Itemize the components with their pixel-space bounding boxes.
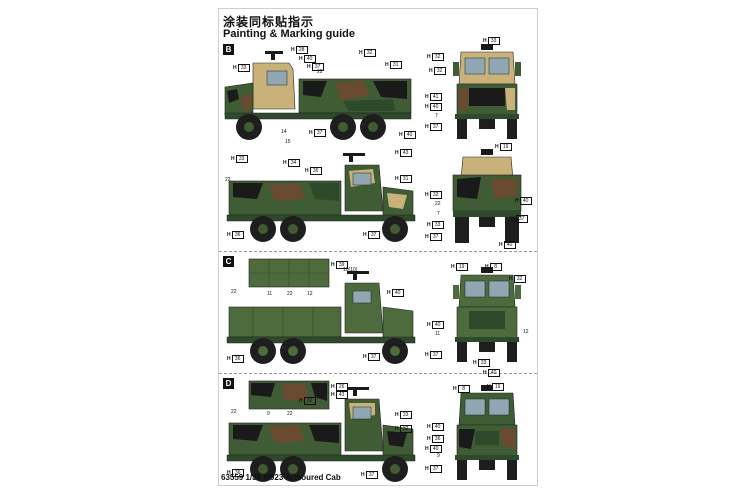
- ref-number: 22: [231, 409, 237, 415]
- ref-number: 12: [523, 329, 529, 335]
- ref-number: 15: [285, 139, 291, 145]
- bed-side-panel-d: [248, 380, 330, 410]
- section-badge-c: C: [223, 256, 234, 267]
- truck-side-view-c: [226, 271, 416, 364]
- ref-number: 10(10): [343, 267, 358, 273]
- title-english: Painting & Marking guide: [223, 28, 356, 40]
- section-badge-b: B: [223, 44, 234, 55]
- ref-number: 12: [307, 291, 313, 297]
- truck-side-view-d: [226, 387, 416, 482]
- truck-front-view-c: [453, 267, 521, 362]
- truck-front-view-d: [455, 385, 519, 480]
- ref-number: 22: [317, 69, 323, 75]
- footer-product-code: 63559 1/35 M923 Armoured Cab: [221, 473, 341, 482]
- truck-side-view-b2: [226, 153, 416, 242]
- ref-number: 22: [287, 291, 293, 297]
- truck-side-view-b1: [224, 51, 412, 140]
- ref-number: 22: [231, 289, 237, 295]
- divider-d: [219, 373, 537, 374]
- section-badge-d: D: [223, 378, 234, 389]
- ref-number: 11: [435, 331, 441, 337]
- instruction-sheet: 涂装同标贴指示 Painting & Marking guide B C D: [218, 8, 538, 486]
- ref-number: 9: [437, 453, 440, 459]
- ref-number: 22: [435, 201, 441, 207]
- title-chinese: 涂装同标贴指示: [223, 15, 315, 29]
- truck-rear-view-b2: [452, 149, 522, 243]
- ref-number: 9: [267, 411, 270, 417]
- ref-number: 22: [287, 411, 293, 417]
- ref-number: 22: [225, 177, 231, 183]
- truck-front-view-b1: [453, 44, 521, 139]
- bed-side-panel-c: [248, 258, 330, 288]
- ref-number: 11: [267, 291, 273, 297]
- divider-c: [219, 251, 537, 252]
- ref-number: 14: [281, 129, 287, 135]
- ref-number: 7: [435, 113, 438, 119]
- ref-number: 7: [437, 211, 440, 217]
